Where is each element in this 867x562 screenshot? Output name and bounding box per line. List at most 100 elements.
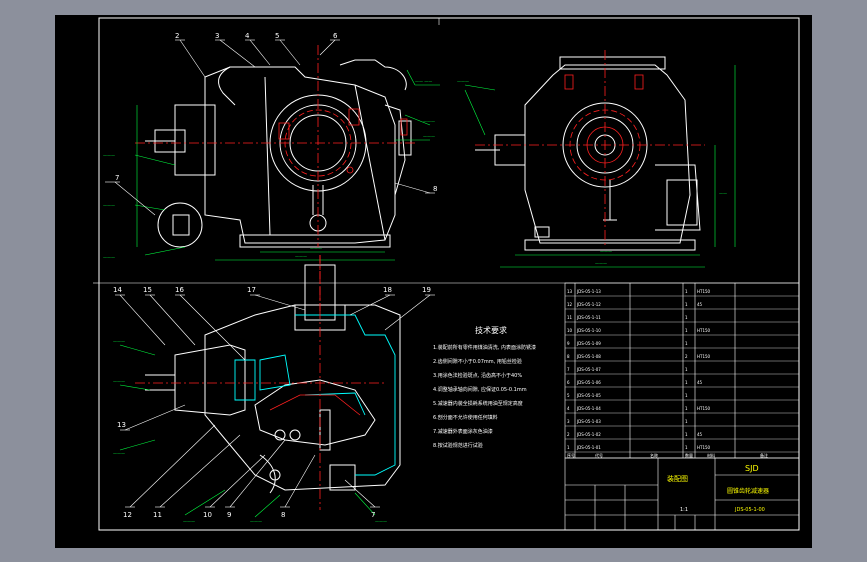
- bom-cell: JDS-05-1-02: [576, 432, 601, 437]
- bom-cell: JDS-05-1-04: [576, 406, 601, 411]
- front-view-dims: [134, 69, 440, 261]
- bom-cell: 12: [567, 302, 573, 307]
- bom-cell: 1: [685, 328, 688, 333]
- tech-req-item: 2.齿侧间隙不小于0.07mm, 用铅丝检验: [433, 358, 522, 365]
- assembly-label: 装配图: [667, 474, 688, 483]
- callout-12: 12: [123, 511, 132, 519]
- section-view-dims: [119, 344, 376, 518]
- part-name: 圆锥齿轮减速器: [727, 487, 769, 495]
- svg-text:———: ———: [375, 519, 387, 524]
- callout-17: 17: [247, 286, 256, 294]
- top-callout-leaders: [105, 39, 435, 216]
- scale-label: 1:1: [680, 507, 688, 513]
- bom-cell: HT150: [697, 354, 711, 359]
- bom-cell: 6: [567, 380, 570, 385]
- bom-cell: JDS-05-1-05: [576, 393, 601, 398]
- svg-text:材料: 材料: [707, 452, 715, 458]
- section-view-centerlines: [135, 255, 385, 510]
- bom-cell: JDS-05-1-08: [576, 354, 601, 359]
- bottom-callout-leaders: [115, 294, 435, 508]
- callout-3: 3: [215, 32, 219, 40]
- callout-7b: 7: [371, 511, 375, 519]
- bom-cell: JDS-05-1-09: [576, 341, 601, 346]
- bom-cell: JDS-05-1-12: [576, 302, 601, 307]
- callout-19: 19: [422, 286, 431, 294]
- side-view: [475, 56, 701, 251]
- tech-req-item: 4.调整轴承轴向间隙, 应保证0.05-0.1mm: [433, 386, 527, 393]
- bom-cell: 13: [567, 289, 573, 294]
- svg-text:———: ———: [250, 519, 262, 524]
- bom-cell: 45: [697, 302, 703, 307]
- svg-text:——: ——: [719, 191, 727, 196]
- callout-6: 6: [333, 32, 338, 40]
- bom-cell: JDS-05-1-13: [576, 289, 601, 294]
- svg-text:———: ———: [113, 379, 125, 384]
- callout-7: 7: [115, 174, 119, 182]
- tech-req-item: 6.剖分面不允许使用任何填料: [433, 414, 498, 421]
- bom-cell: 8: [567, 354, 570, 359]
- bom-cell: HT150: [697, 445, 711, 450]
- bom-cell: 2: [567, 432, 570, 437]
- callout-4: 4: [245, 32, 250, 40]
- tech-req-item: 5.减速器内装全损耗系统用油至规定高度: [433, 400, 523, 407]
- side-view-dim-text: ——— ——— ——— ——: [457, 79, 727, 266]
- bom-cell: JDS-05-1-03: [576, 419, 601, 424]
- top-callout-labels: 2 3 4 5 6 7 8: [115, 32, 437, 193]
- svg-text:———: ———: [595, 261, 607, 266]
- bom-table: [564, 282, 800, 459]
- cad-drawing: ——— ——— —— —— ——— ——— ——— ——— ——— 2 3 4 …: [93, 17, 800, 531]
- bom-cell: JDS-05-1-07: [576, 367, 601, 372]
- callout-11: 11: [153, 511, 162, 519]
- svg-text:———: ———: [310, 246, 322, 251]
- front-view-centerlines: [135, 45, 415, 247]
- bom-cell: 10: [567, 328, 573, 333]
- bom-cell: 1: [685, 393, 688, 398]
- technical-requirements: 技术要求 1.装配前所有零件用煤油清洗, 内表面涂防锈漆 2.齿侧间隙不小于0.…: [433, 325, 536, 449]
- bom-cell: HT150: [697, 328, 711, 333]
- callout-5: 5: [275, 32, 279, 40]
- bom-cell: 1: [685, 445, 688, 450]
- bom-header: 序号 代号 名称 数量 材料 备注: [567, 452, 768, 458]
- svg-text:———: ———: [103, 153, 115, 158]
- bom-cell: JDS-05-1-01: [576, 445, 601, 450]
- svg-text:—— ——: —— ——: [415, 79, 432, 84]
- drawing-frame: [98, 17, 800, 531]
- tech-req-item: 7.减速器外表面涂灰色油漆: [433, 428, 493, 435]
- bom-cell: 1: [685, 302, 688, 307]
- front-view-dim-text: ——— ——— —— —— ——— ——— ——— ——— ———: [103, 79, 435, 260]
- svg-text:数量: 数量: [685, 452, 693, 458]
- callout-8: 8: [433, 185, 437, 193]
- bom-cell: HT150: [697, 289, 711, 294]
- bom-cell: 1: [685, 380, 688, 385]
- svg-text:———: ———: [457, 79, 469, 84]
- svg-text:———: ———: [103, 255, 115, 260]
- bom-cell: 1: [685, 419, 688, 424]
- svg-text:序号: 序号: [567, 452, 575, 458]
- bom-cell: JDS-05-1-10: [576, 328, 601, 333]
- callout-10: 10: [203, 511, 212, 519]
- svg-text:———: ———: [423, 119, 435, 124]
- callout-15: 15: [143, 286, 152, 294]
- bom-cell: 1: [567, 445, 570, 450]
- callout-18: 18: [383, 286, 392, 294]
- bom-cell: 1: [685, 289, 688, 294]
- bom-cell: HT150: [697, 406, 711, 411]
- bom-cell: JDS-05-1-11: [576, 315, 601, 320]
- svg-text:———: ———: [113, 339, 125, 344]
- callout-16: 16: [175, 286, 184, 294]
- svg-text:———: ———: [183, 519, 195, 524]
- svg-text:代号: 代号: [595, 452, 603, 458]
- callout-8b: 8: [281, 511, 285, 519]
- callout-2: 2: [175, 32, 179, 40]
- tech-req-heading: 技术要求: [475, 325, 507, 335]
- bom-cell: 45: [697, 432, 703, 437]
- bom-cell: 7: [567, 367, 570, 372]
- tech-req-item: 3.用涂色法检验斑点, 沿齿高不小于40%: [433, 372, 522, 379]
- bom-row-lines: [565, 295, 799, 453]
- bom-cell: 1: [685, 406, 688, 411]
- callout-9: 9: [227, 511, 231, 519]
- side-view-centerlines: [475, 50, 705, 247]
- bom-cell: 1: [685, 341, 688, 346]
- svg-text:———: ———: [600, 249, 612, 254]
